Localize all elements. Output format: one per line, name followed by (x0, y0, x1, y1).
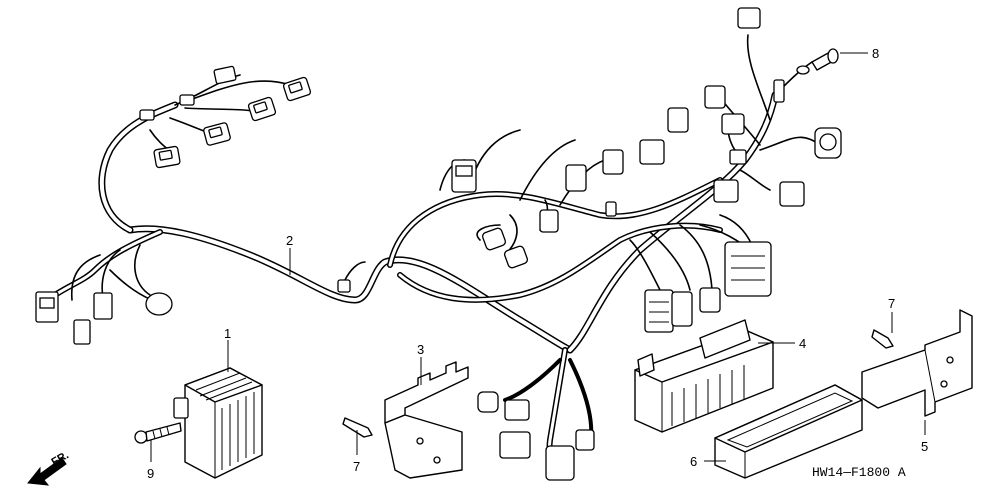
callout-8: 8 (872, 46, 879, 61)
bolt-9 (134, 422, 182, 444)
bolt-8 (796, 48, 839, 75)
harness-connectors (35, 7, 842, 481)
figure-code: HW14—F1800 A (812, 465, 906, 480)
callout-3: 3 (417, 342, 424, 357)
leader-lines (150, 52, 926, 462)
callouts: 1 2 3 4 5 6 7 7 8 9 (147, 46, 928, 481)
clip-7-left (342, 417, 373, 438)
direction-label: FR. (50, 449, 71, 468)
callout-2: 2 (286, 233, 293, 248)
control-module-4 (634, 319, 774, 433)
callout-1: 1 (224, 326, 231, 341)
housing-tray-6 (714, 384, 863, 479)
callout-7-left: 7 (353, 459, 360, 474)
callout-7-right: 7 (888, 296, 895, 311)
clip-7-right (871, 329, 894, 349)
regulator-rectifier (173, 367, 263, 479)
bracket-3 (384, 361, 469, 479)
callout-4: 4 (799, 336, 806, 351)
direction-indicator: FR. (27, 449, 71, 486)
callout-9: 9 (147, 466, 154, 481)
callout-5: 5 (921, 439, 928, 454)
callout-6: 6 (690, 454, 697, 469)
stay-bracket-5 (861, 309, 973, 417)
arrow-down-left-icon (27, 457, 67, 486)
